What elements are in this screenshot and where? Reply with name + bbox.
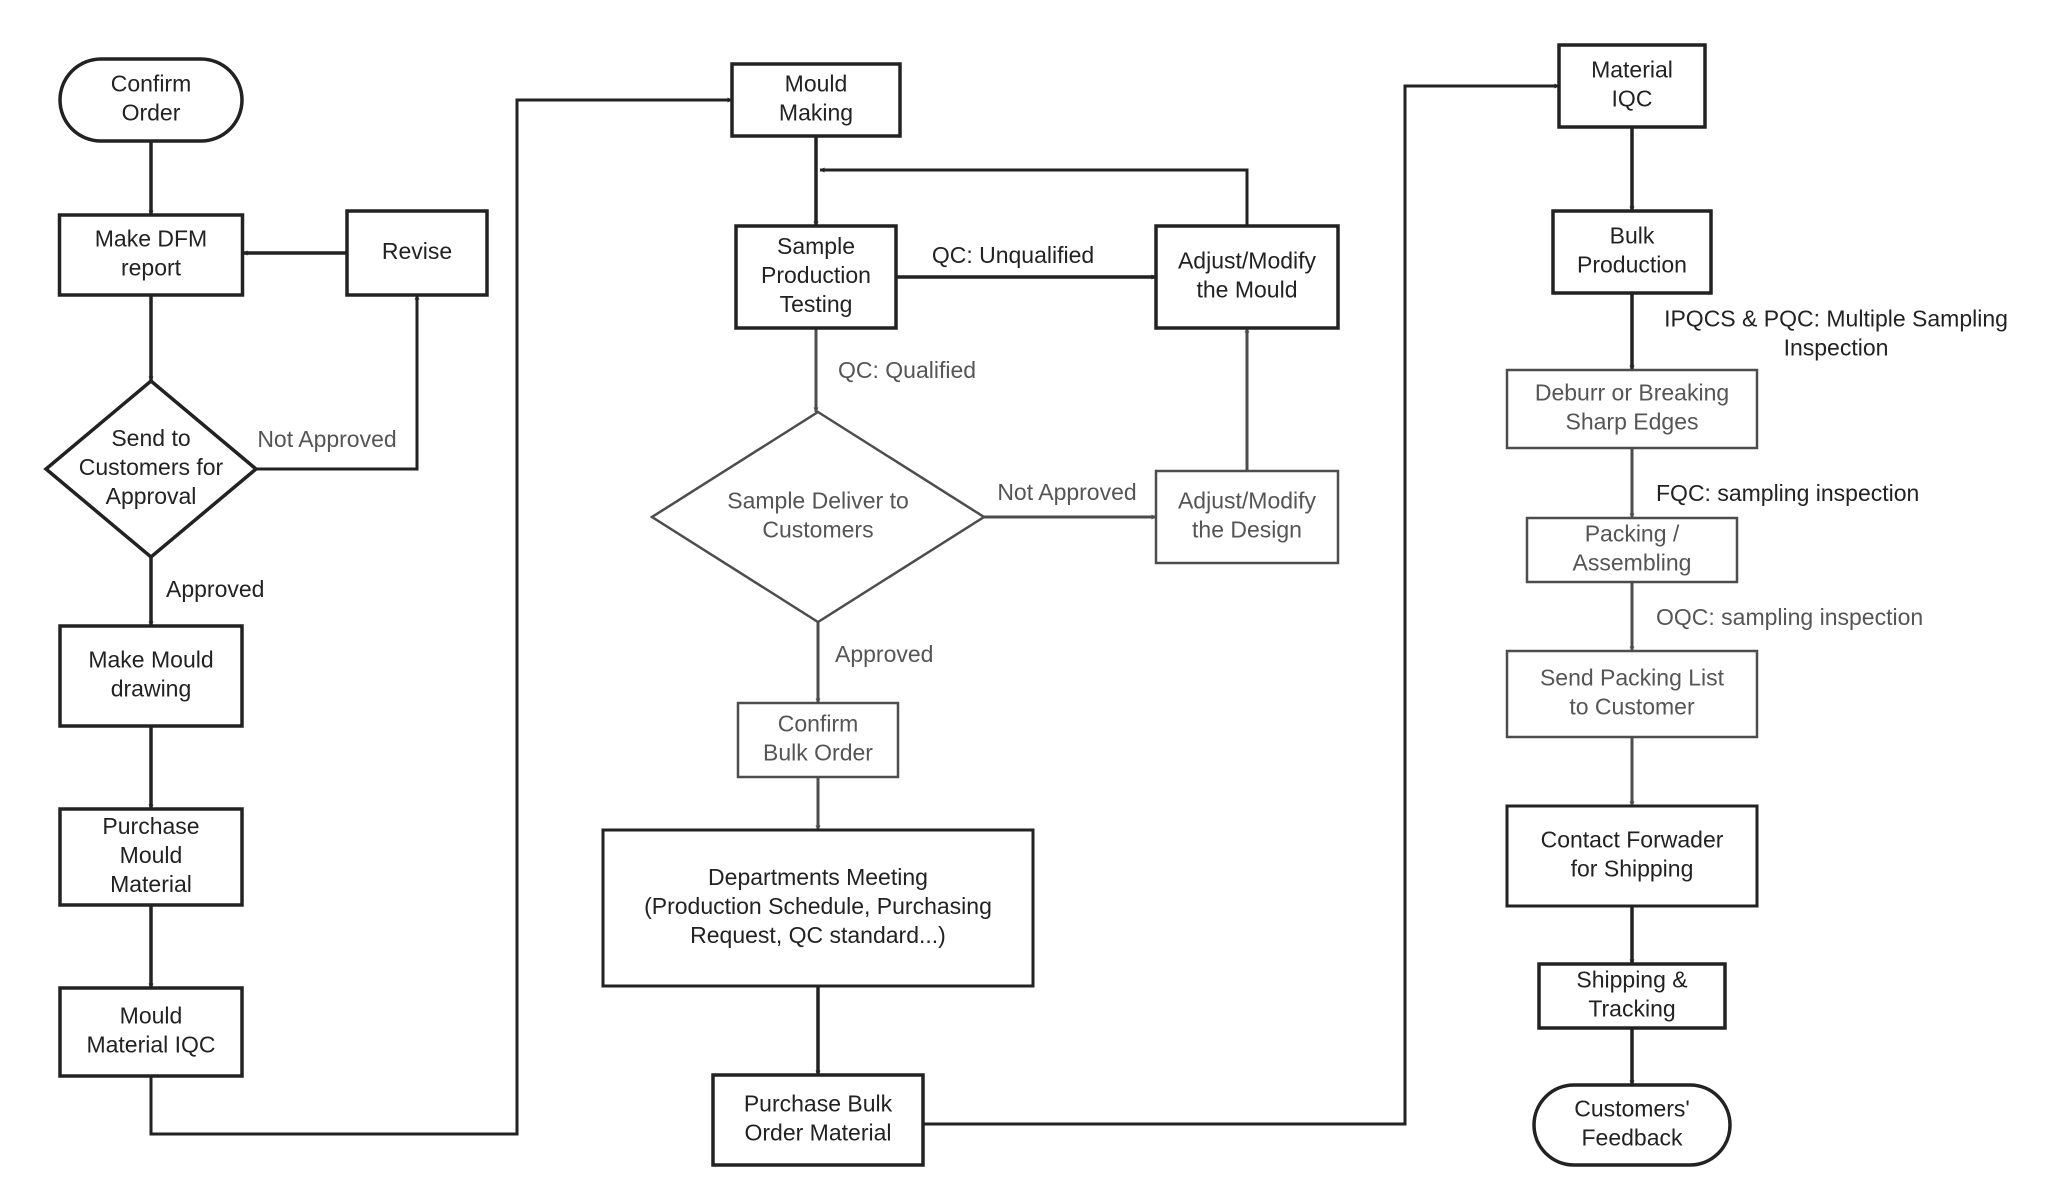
customers-feedback-terminator [1532, 1083, 1732, 1167]
edge-not-approved-to-revise [256, 294, 420, 471]
material-iqc-box [1557, 43, 1707, 129]
adjust-modify-the-design-box [1154, 469, 1340, 565]
shipping-tracking-box [1537, 962, 1727, 1030]
departments-meeting-node: Departments Meeting(Production Schedule,… [601, 828, 1035, 988]
shipping-tracking-node: Shipping &Tracking [1537, 962, 1727, 1030]
confirm-bulk-order-box [736, 701, 900, 779]
edge-iqc-to-mould-making [149, 97, 733, 1136]
contact-forwader-for-shipping-box [1505, 804, 1759, 908]
bulk-production-box [1551, 209, 1713, 295]
sample-production-testing-box [734, 224, 898, 330]
edge-purchase-bulk-to-material-iqc [923, 83, 1560, 1126]
customers-feedback-label: Customers'Feedback [1574, 1096, 1690, 1151]
send-packing-list-to-customer-box [1505, 649, 1759, 739]
fqc-sampling-edge-label: FQC: sampling inspection [1656, 480, 1919, 506]
qc-qualified-edge-label: QC: Qualified [838, 357, 976, 383]
revise-box [345, 209, 489, 297]
customers-feedback-node: Customers'Feedback [1532, 1083, 1732, 1167]
deburr-or-breaking-sharp-edges-box [1505, 368, 1759, 450]
send-to-customers-for-approval-decision [43, 378, 259, 560]
not-approved-sample-edge-label: Not Approved [997, 479, 1136, 505]
packing-assembling-box [1525, 516, 1739, 584]
not-approved-dfm-edge-label: Not Approved [257, 426, 396, 452]
packing-assembling-label: Packing /Assembling [1573, 521, 1692, 576]
confirm-order-terminator [58, 57, 244, 143]
qc-unqualified-edge-label: QC: Unqualified [932, 242, 1094, 268]
adjust-modify-the-mould-box [1154, 224, 1340, 330]
packing-assembling-node: Packing /Assembling [1525, 516, 1739, 584]
departments-meeting-box [601, 828, 1035, 988]
sample-deliver-to-customers-decision [649, 410, 987, 624]
approved-sample-edge-label: Approved [835, 641, 933, 667]
oqc-sampling-edge-label: OQC: sampling inspection [1656, 604, 1923, 630]
approved-dfm-edge-label: Approved [166, 576, 264, 602]
purchase-mould-material-box [58, 807, 244, 907]
purchase-bulk-order-material-box [711, 1073, 925, 1167]
mould-material-iqc-box [58, 986, 244, 1078]
shipping-tracking-label: Shipping &Tracking [1576, 967, 1687, 1022]
edge-adjust-mould-to-mould-making [819, 167, 1249, 226]
revise-node: Revise [345, 209, 489, 297]
revise-label: Revise [382, 238, 452, 264]
mould-making-box [730, 62, 902, 138]
make-mould-drawing-box [58, 624, 244, 728]
make-dfm-report-box [57, 213, 245, 297]
connector-layer [148, 83, 1635, 1136]
departments-meeting-label: Departments Meeting(Production Schedule,… [644, 864, 992, 948]
